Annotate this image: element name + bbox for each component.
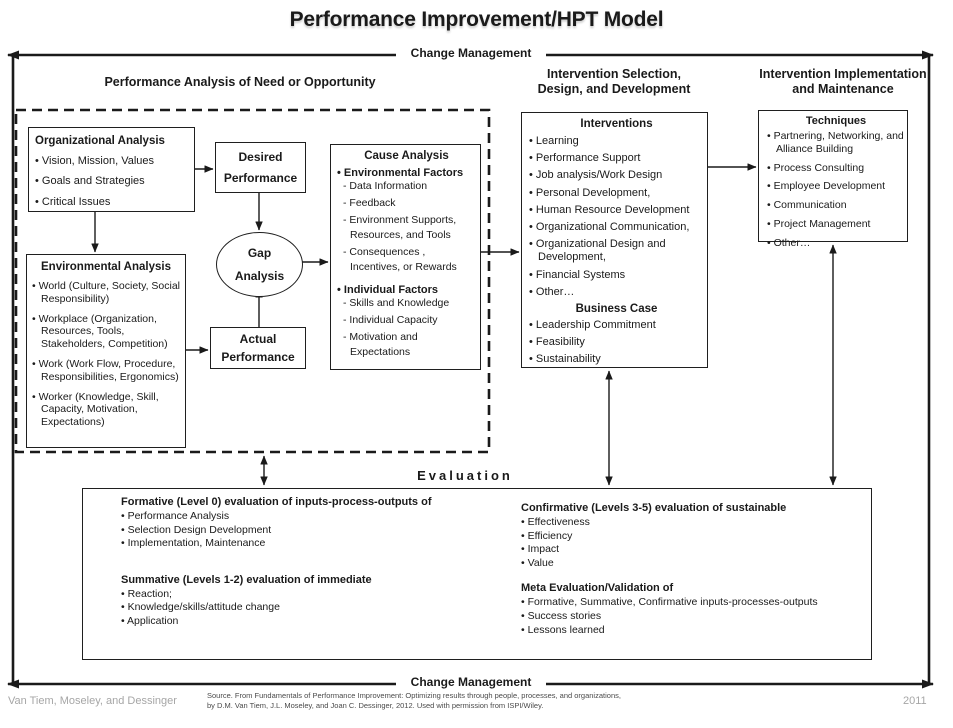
bullet-item: Communication xyxy=(767,199,905,212)
dash-item: Motivation and Expectations xyxy=(337,330,476,360)
bullet-item: Other… xyxy=(529,286,704,299)
bullet-item: Other… xyxy=(767,237,905,250)
box-title: Organizational Analysis xyxy=(35,135,165,147)
block-heading: Meta Evaluation/Validation of xyxy=(521,582,674,595)
bullet-item: Lessons learned xyxy=(521,624,866,637)
dash-item: Skills and Knowledge xyxy=(337,296,476,311)
desired-performance-box: Desired Performance xyxy=(215,142,306,193)
section-header-intervention-implementation: Intervention Implementation and Maintena… xyxy=(733,67,953,97)
actual-performance-box: Actual Performance xyxy=(210,327,306,369)
bullet-item: Feasibility xyxy=(529,336,704,349)
cause-analysis-box: Cause Analysis Environmental Factors Dat… xyxy=(330,144,481,370)
dash-item: Consequences , Incentives, or Rewards xyxy=(337,245,476,275)
group-heading: Environmental Factors xyxy=(337,167,476,179)
bullet-item: Vision, Mission, Values xyxy=(35,155,188,168)
dash-item: Environment Supports, Resources, and Too… xyxy=(337,213,476,243)
business-case-subtitle: Business Case xyxy=(575,302,658,315)
box-line: Desired xyxy=(238,150,283,164)
box-title: Environmental Analysis xyxy=(41,261,171,273)
bullet-item: Reaction; xyxy=(121,588,481,601)
bullet-item: Organizational Design and Development, xyxy=(529,238,704,264)
bullet-item: Goals and Strategies xyxy=(35,175,188,188)
bullet-item: Application xyxy=(121,615,481,628)
header-line: Design, and Development xyxy=(537,81,691,96)
bullet-item: Sustainability xyxy=(529,353,704,366)
source-line: Source. From Fundamentals of Performance… xyxy=(207,691,621,700)
bullet-item: Performance Analysis xyxy=(121,510,481,523)
header-line: Intervention Selection, xyxy=(546,67,682,81)
bullet-item: Workplace (Organization, Resources, Tool… xyxy=(32,313,180,351)
footer-authors: Van Tiem, Moseley, and Dessinger xyxy=(8,695,177,707)
performance-analysis-dashed-border xyxy=(14,108,491,454)
bullet-item: Work (Work Flow, Procedure, Responsibili… xyxy=(32,358,180,384)
block-heading: Formative (Level 0) evaluation of inputs… xyxy=(121,496,432,508)
footer-source-note: Source. From Fundamentals of Performance… xyxy=(207,691,621,711)
bullet-item: Partnering, Networking, and Alliance Bui… xyxy=(767,130,905,156)
bullet-item: Job analysis/Work Design xyxy=(529,169,704,182)
evaluation-left-column: Formative (Level 0) evaluation of inputs… xyxy=(121,496,481,629)
confirmative-block: Confirmative (Levels 3-5) evaluation of … xyxy=(521,502,866,569)
bullet-item: Organizational Communication, xyxy=(529,221,704,234)
dash-item: Data Information xyxy=(337,179,476,194)
box-line: Analysis xyxy=(234,269,285,283)
bullet-item: Learning xyxy=(529,135,704,148)
formative-block: Formative (Level 0) evaluation of inputs… xyxy=(121,496,481,550)
bullet-item: Impact xyxy=(521,543,866,556)
group-heading: Individual Factors xyxy=(337,284,476,296)
bullet-item: World (Culture, Society, Social Responsi… xyxy=(32,280,180,306)
box-line: Actual xyxy=(239,332,277,346)
bullet-item: Leadership Commitment xyxy=(529,319,704,332)
bullet-item: Worker (Knowledge, Skill, Capacity, Moti… xyxy=(32,391,180,429)
organizational-analysis-box: Organizational Analysis Vision, Mission,… xyxy=(28,127,195,212)
bullet-item: Knowledge/skills/attitude change xyxy=(121,601,481,614)
section-header-performance-analysis: Performance Analysis of Need or Opportun… xyxy=(104,75,376,89)
bullet-item: Employee Development xyxy=(767,180,905,193)
box-line: Performance xyxy=(223,171,298,185)
box-line: Gap xyxy=(247,246,272,260)
bullet-item: Project Management xyxy=(767,218,905,231)
dash-item: Individual Capacity xyxy=(337,313,476,328)
bullet-item: Financial Systems xyxy=(529,269,704,282)
box-title: Cause Analysis xyxy=(364,150,449,162)
bullet-item: Process Consulting xyxy=(767,162,905,175)
bullet-item: Critical Issues xyxy=(35,196,188,209)
block-heading: Summative (Levels 1-2) evaluation of imm… xyxy=(121,573,372,586)
bullet-item: Personal Development, xyxy=(529,187,704,200)
box-title: Techniques xyxy=(805,115,867,127)
header-line: Intervention Implementation xyxy=(759,67,927,81)
gap-analysis-ellipse: Gap Analysis xyxy=(216,232,303,297)
page-title: Performance Improvement/HPT Model xyxy=(289,8,664,31)
evaluation-box: Formative (Level 0) evaluation of inputs… xyxy=(82,488,872,660)
bullet-item: Value xyxy=(521,557,866,570)
box-title: Interventions xyxy=(580,118,653,130)
box-line: Performance xyxy=(221,350,295,364)
change-management-bottom-label: Change Management xyxy=(396,675,546,689)
header-line: and Maintenance xyxy=(792,81,894,96)
source-line: by D.M. Van Tiem, J.L. Moseley, and Joan… xyxy=(207,701,544,711)
bullet-item: Success stories xyxy=(521,610,866,623)
section-header-intervention-selection: Intervention Selection, Design, and Deve… xyxy=(519,67,709,97)
footer-year: 2011 xyxy=(903,695,927,707)
environmental-analysis-box: Environmental Analysis World (Culture, S… xyxy=(26,254,186,448)
change-management-top-label: Change Management xyxy=(396,46,546,60)
bullet-item: Selection Design Development xyxy=(121,524,481,537)
evaluation-label: Evaluation xyxy=(417,468,513,483)
bullet-item: Performance Support xyxy=(529,152,704,165)
techniques-box: Techniques Partnering, Networking, and A… xyxy=(758,110,908,249)
summative-block: Summative (Levels 1-2) evaluation of imm… xyxy=(121,574,481,628)
block-heading: Confirmative (Levels 3-5) evaluation of … xyxy=(521,502,787,514)
dash-item: Feedback xyxy=(337,196,476,211)
bullet-item: Human Resource Development xyxy=(529,204,704,217)
bullet-item: Efficiency xyxy=(521,530,866,543)
bullet-item: Effectiveness xyxy=(521,516,866,529)
evaluation-right-column: Confirmative (Levels 3-5) evaluation of … xyxy=(521,502,866,637)
interventions-box: Interventions Learning Performance Suppo… xyxy=(521,112,708,368)
bullet-item: Formative, Summative, Confirmative input… xyxy=(521,596,866,609)
meta-evaluation-block: Meta Evaluation/Validation of Formative,… xyxy=(521,582,866,636)
bullet-item: Implementation, Maintenance xyxy=(121,537,481,550)
